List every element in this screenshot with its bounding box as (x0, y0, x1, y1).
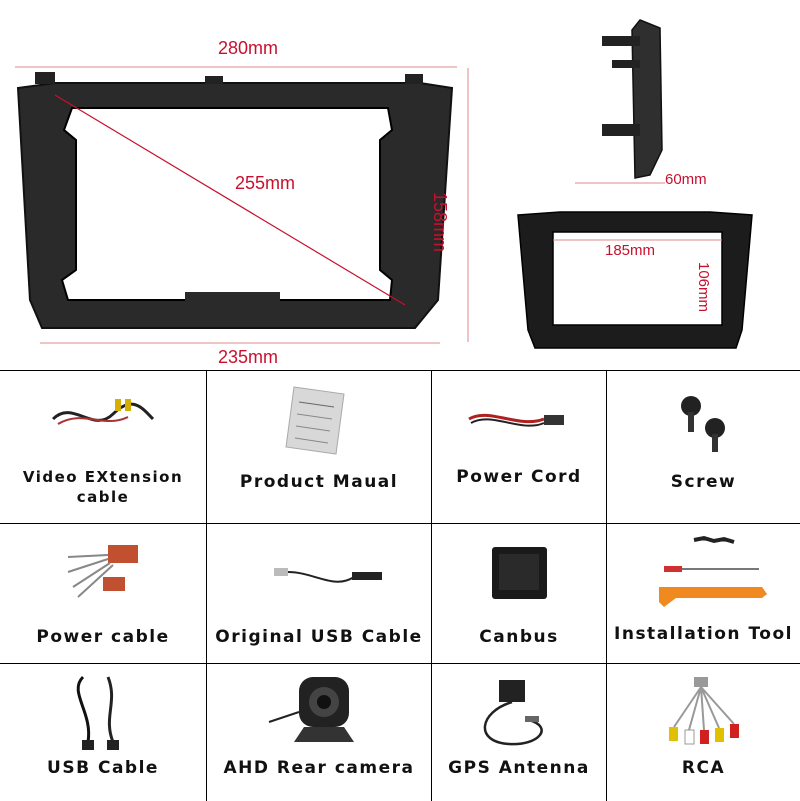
accessory-cell: GPS Antenna (432, 664, 607, 801)
bracket-depth-label: 60mm (665, 171, 707, 188)
accessory-cell: Power cable (0, 524, 207, 664)
usb-cables-icon (76, 675, 119, 750)
frame-drawing (15, 19, 753, 349)
accessory-label: RCA (681, 758, 726, 778)
accessory-label: Power cable (36, 627, 170, 647)
accessory-cell: Screw (607, 371, 800, 524)
accessory-cell: AHD Rear camera (207, 664, 432, 801)
inner-height-label: 106mm (695, 262, 712, 313)
power-harness-icon (67, 545, 138, 598)
frame-opening (60, 107, 394, 301)
accessory-label: AHD Rear camera (223, 758, 415, 778)
frame-diagonal-label: 255mm (235, 173, 296, 193)
diagonal-dimension-line (54, 94, 406, 306)
frame-clip (185, 292, 280, 302)
accessory-label: Installation Tool (614, 624, 793, 644)
accessory-label: Product Maual (239, 472, 399, 492)
rca-cable-icon (668, 677, 739, 745)
bracket-tab (602, 36, 640, 46)
accessory-cell: Canbus (432, 524, 607, 664)
accessory-label: Power Cord (456, 467, 582, 487)
screw-icon (680, 396, 725, 452)
accessory-cell: Product Maual (207, 371, 432, 524)
accessory-cell: Original USB Cable (207, 524, 432, 664)
inner-width-label: 185mm (605, 242, 656, 259)
product-diagram: 280mm 255mm 158mm 235mm 60mm 185mm 106mm (0, 0, 800, 370)
frame-tab (405, 74, 423, 84)
video-extension-cable-icon (51, 399, 155, 425)
frame-width-label: 280mm (218, 38, 279, 58)
accessory-label: USB Cable (47, 758, 159, 778)
accessory-cell: USB Cable (0, 664, 207, 801)
accessory-cell: Video EXtension cable (0, 371, 207, 524)
frame-tab (205, 76, 223, 84)
manual-icon (285, 385, 345, 455)
accessory-label: Video EXtension cable (22, 468, 184, 506)
accessory-label: Canbus (479, 627, 559, 647)
frame-bottom-width-label: 235mm (218, 347, 279, 367)
rear-camera-icon (268, 677, 354, 742)
frame-height-label: 158mm (430, 192, 450, 253)
canbus-box-icon (492, 547, 547, 599)
accessory-label: GPS Antenna (448, 758, 590, 778)
frame-tab (35, 72, 55, 84)
side-bracket (631, 19, 663, 179)
accessory-cell: Power Cord (432, 371, 607, 524)
installation-tool-icon (658, 535, 767, 607)
usb-cable-icon (274, 568, 382, 583)
bracket-tab (602, 124, 640, 136)
accessories-grid: Video EXtension cable Product Maual Powe… (0, 370, 800, 801)
accessory-cell: Installation Tool (607, 524, 800, 664)
power-cord-icon (468, 413, 564, 427)
bracket-tab (612, 60, 640, 68)
accessory-cell: RCA (607, 664, 800, 801)
accessory-label: Screw (670, 472, 737, 492)
gps-antenna-icon (483, 680, 543, 746)
accessory-label: Original USB Cable (215, 627, 423, 647)
small-frame-opening (552, 231, 723, 326)
